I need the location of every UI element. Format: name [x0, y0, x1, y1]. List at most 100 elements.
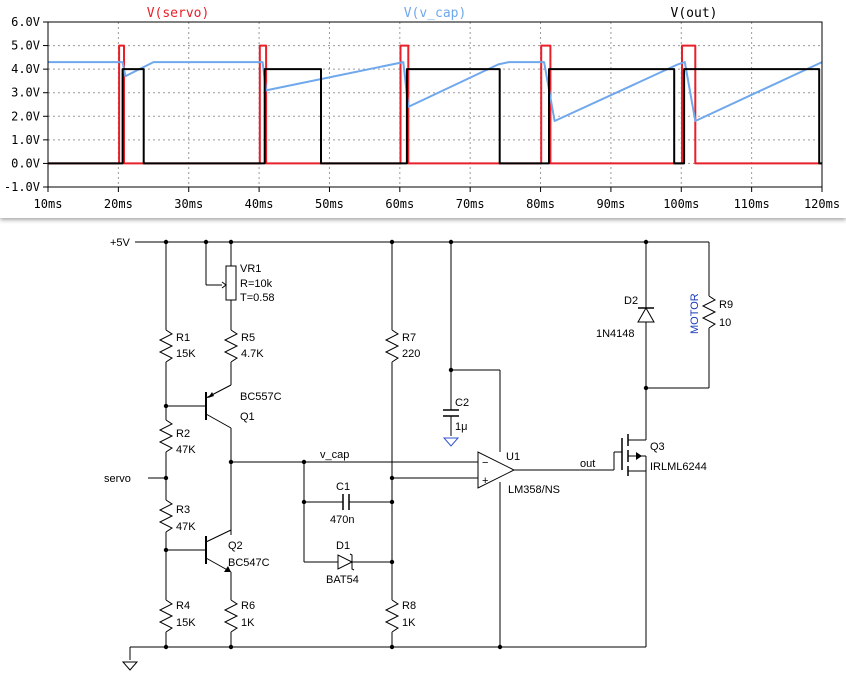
vcap-net-label: v_cap [320, 449, 349, 461]
y-tick-label: 1.0V [11, 133, 40, 147]
plot-grid [47, 21, 823, 188]
y-tick-label: 3.0V [11, 86, 40, 100]
d1-type: BAT54 [326, 574, 359, 586]
d2-name: D2 [624, 295, 638, 307]
y-tick-label: 6.0V [11, 15, 40, 29]
u1-name: U1 [506, 451, 520, 463]
svg-text:+: + [482, 475, 488, 487]
d2-type: 1N4148 [596, 328, 635, 340]
series-line-v-servo- [48, 44, 822, 165]
diode-d2: D2 1N4148 [596, 242, 655, 391]
u1-type: LM358/NS [508, 484, 560, 496]
legend-entry: V(out) [671, 6, 718, 21]
diode-d1: D1 BAT54 [304, 540, 395, 586]
q1-type: BC557C [240, 391, 282, 403]
r3-value: 47K [176, 521, 196, 533]
supply-rail [135, 239, 709, 245]
plot-axes: -1.0V 0.0V 1.0V 2.0V 3.0V 4.0V 5.0V 6.0V 10ms 20m… [4, 15, 840, 211]
mosfet-q3: Q3 IRLML6244 [613, 388, 707, 647]
svg-text:−: − [482, 457, 488, 469]
vcap-net: v_cap [231, 449, 478, 562]
motor-label: MOTOR [689, 293, 701, 334]
vr1-t: T=0.58 [240, 292, 275, 304]
r9-name: R9 [719, 299, 733, 311]
opamp-u1: − + U1 LM358/NS [477, 451, 560, 647]
servo-net-label: servo [104, 473, 131, 485]
y-tick-label: 4.0V [11, 62, 40, 76]
out-net-label: out [580, 458, 595, 470]
resistor-r5: R5 4.7K [223, 329, 264, 385]
r8-value: 1K [402, 617, 416, 629]
r5-value: 4.7K [241, 348, 264, 360]
resistor-r1: R1 15K [158, 242, 196, 420]
r4-value: 15K [176, 617, 196, 629]
transistor-q2: Q2 BC547C [166, 529, 270, 600]
c2-name: C2 [455, 397, 469, 409]
waveform-plot-panel: -1.0V 0.0V 1.0V 2.0V 3.0V 4.0V 5.0V 6.0V 10ms 20m… [0, 0, 846, 218]
resistor-r7: R7 220 [384, 242, 420, 600]
resistor-r8: R8 1K [384, 599, 416, 647]
supply-label: +5V [110, 237, 131, 249]
capacitor-c1: C1 470n [304, 481, 395, 526]
capacitor-c2: C2 1μ [442, 242, 501, 452]
out-net: out [514, 458, 614, 471]
x-tick-label: 70ms [456, 197, 485, 211]
plot-frame [47, 21, 823, 188]
r2-name: R2 [176, 428, 190, 440]
resistor-r4: R4 15K [158, 599, 196, 647]
x-tick-label: 120ms [804, 197, 840, 211]
r3-name: R3 [176, 504, 190, 516]
resistor-r9-motor: R9 10 MOTOR [646, 242, 733, 389]
x-tick-label: 50ms [315, 197, 344, 211]
q3-name: Q3 [650, 441, 665, 453]
y-tick-label: 0.0V [11, 156, 40, 170]
legend-entry: V(v_cap) [404, 6, 467, 21]
vr1-name: VR1 [240, 263, 261, 275]
legend-entry: V(servo) [147, 6, 210, 21]
q1-name: Q1 [240, 411, 255, 423]
r2-value: 47K [176, 444, 196, 456]
r6-name: R6 [241, 600, 255, 612]
r7-name: R7 [402, 332, 416, 344]
x-tick-label: 20ms [104, 197, 133, 211]
potentiometer-vr1: VR1 R=10k T=0.58 [205, 242, 275, 330]
plot-traces [48, 44, 823, 165]
r9-value: 10 [719, 317, 731, 329]
x-tick-label: 110ms [734, 197, 770, 211]
x-tick-label: 100ms [663, 197, 699, 211]
ground-rail [121, 644, 646, 671]
x-tick-label: 10ms [34, 197, 63, 211]
r1-name: R1 [176, 332, 190, 344]
y-tick-label: 2.0V [11, 109, 40, 123]
resistor-r2: R2 47K [158, 419, 196, 500]
schematic-canvas: +5V R1 15K R2 47K servo R3 47K R4 [104, 237, 733, 671]
y-tick-label: -1.0V [4, 180, 40, 194]
waveform-plot: -1.0V 0.0V 1.0V 2.0V 3.0V 4.0V 5.0V 6.0V 10ms 20m… [4, 6, 840, 211]
resistor-r6: R6 1K [223, 599, 255, 647]
y-tick-label: 5.0V [11, 39, 40, 53]
series-line-v-v_cap- [48, 61, 823, 122]
vr1-r: R=10k [240, 278, 273, 290]
servo-input: servo [104, 473, 166, 485]
r1-value: 15K [176, 348, 196, 360]
x-tick-label: 80ms [526, 197, 555, 211]
r6-value: 1K [241, 617, 255, 629]
r7-value: 220 [402, 348, 420, 360]
q3-type: IRLML6244 [650, 461, 707, 473]
x-tick-label: 40ms [245, 197, 274, 211]
x-tick-label: 30ms [174, 197, 203, 211]
x-tick-label: 90ms [596, 197, 625, 211]
circuit-schematic: +5V R1 15K R2 47K servo R3 47K R4 [0, 218, 846, 678]
c1-name: C1 [336, 481, 350, 493]
x-tick-label: 60ms [385, 197, 414, 211]
plot-legend: V(servo) V(v_cap) V(out) [147, 6, 718, 21]
r5-name: R5 [241, 332, 255, 344]
q2-name: Q2 [228, 540, 243, 552]
q2-type: BC547C [228, 557, 270, 569]
r4-name: R4 [176, 600, 190, 612]
transistor-q1: BC557C Q1 [166, 384, 282, 535]
d1-name: D1 [336, 540, 350, 552]
series-line-v-out- [48, 68, 822, 165]
c1-value: 470n [330, 514, 354, 526]
resistor-r3: R3 47K [158, 499, 196, 600]
